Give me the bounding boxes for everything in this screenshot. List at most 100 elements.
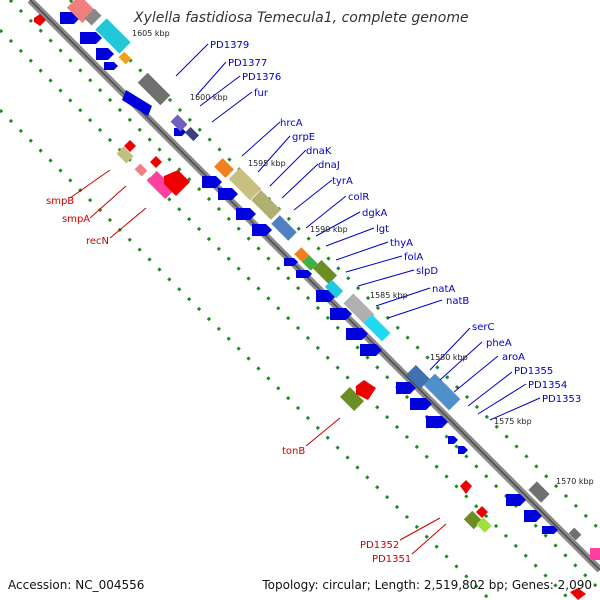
gene-label: dgkA bbox=[362, 208, 387, 219]
gene-label: pheA bbox=[486, 338, 512, 349]
feature-block bbox=[134, 163, 148, 177]
rev-arrow bbox=[150, 156, 162, 168]
gene-label: smpB bbox=[46, 196, 74, 207]
gene-label: PD1377 bbox=[228, 58, 267, 69]
scale-label: 1605 kbp bbox=[132, 29, 170, 38]
scale-label: 1585 kbp bbox=[370, 291, 408, 300]
scale-label: 1570 kbp bbox=[556, 477, 594, 486]
rev-arrow bbox=[124, 140, 136, 152]
gene-label: lgt bbox=[376, 224, 389, 235]
gene-label: recN bbox=[86, 236, 109, 247]
cds-arrow bbox=[396, 382, 416, 394]
rev-arrow bbox=[460, 480, 472, 494]
feature-block bbox=[137, 72, 171, 106]
gene-label: dnaK bbox=[306, 146, 332, 157]
gene-label: PD1354 bbox=[528, 380, 567, 391]
feature-block bbox=[324, 279, 344, 299]
gene-label: tonB bbox=[282, 446, 305, 457]
scale-label: 1580 kbp bbox=[430, 353, 468, 362]
feature-block bbox=[312, 259, 338, 285]
gene-label: slpD bbox=[416, 266, 438, 277]
cds-arrow bbox=[448, 436, 458, 444]
cds-arrow bbox=[236, 208, 256, 220]
gene-label: tyrA bbox=[332, 176, 353, 187]
cds-arrow bbox=[524, 510, 542, 522]
cds-arrow bbox=[96, 48, 114, 60]
cds-arrow bbox=[80, 32, 102, 44]
feature-block bbox=[302, 255, 318, 271]
cds-arrow bbox=[202, 176, 222, 188]
gene-labels-forward: PD1379 PD1377 PD1376 fur hrcA grpE dnaK … bbox=[210, 40, 581, 405]
rev-arrow bbox=[164, 170, 190, 196]
feature-block bbox=[146, 170, 176, 200]
feature-block bbox=[184, 126, 200, 142]
scale-label: 1575 kbp bbox=[494, 417, 532, 426]
cds-arrow bbox=[252, 224, 272, 236]
gene-label: colR bbox=[348, 192, 369, 203]
feature-block bbox=[405, 364, 431, 390]
feature-block bbox=[214, 158, 234, 178]
feature-block bbox=[339, 386, 365, 412]
leader-lines bbox=[69, 43, 541, 555]
cds-arrow bbox=[296, 270, 312, 278]
feature-blocks bbox=[66, 0, 600, 560]
feature-block bbox=[476, 517, 492, 533]
accession-text: Accession: NC_004556 bbox=[8, 578, 145, 592]
gene-label: natB bbox=[446, 296, 469, 307]
gene-label: PD1351 bbox=[372, 554, 411, 565]
gene-label: hrcA bbox=[280, 118, 303, 129]
cds-arrow bbox=[360, 344, 382, 356]
rev-arrow bbox=[570, 588, 586, 600]
gene-label: smpA bbox=[62, 214, 90, 225]
cds-arrow bbox=[174, 128, 186, 136]
gene-label: folA bbox=[404, 252, 423, 263]
map-title: Xylella fastidiosa Temecula1, complete g… bbox=[133, 10, 469, 26]
genome-summary-text: Topology: circular; Length: 2,519,802 bp… bbox=[262, 578, 592, 592]
feature-block bbox=[116, 146, 134, 164]
gene-label: fur bbox=[254, 88, 269, 99]
rev-arrow bbox=[356, 380, 376, 400]
cds-arrow bbox=[506, 494, 526, 506]
feature-block bbox=[170, 114, 188, 132]
cds-arrow bbox=[410, 398, 432, 410]
scale-label: 1595 kbp bbox=[248, 159, 286, 168]
feature-block bbox=[84, 8, 102, 26]
cds-arrow bbox=[122, 90, 152, 116]
feature-block bbox=[228, 167, 262, 201]
gene-label: aroA bbox=[502, 352, 525, 363]
feature-block bbox=[95, 18, 131, 54]
gene-label: natA bbox=[432, 284, 455, 295]
scale-label: 1590 kbp bbox=[310, 225, 348, 234]
rev-arrow bbox=[34, 14, 46, 26]
feature-block bbox=[590, 548, 600, 560]
cds-arrow bbox=[426, 416, 448, 428]
gene-label: PD1355 bbox=[514, 366, 553, 377]
gene-label: grpE bbox=[292, 132, 315, 143]
gene-label: PD1379 bbox=[210, 40, 249, 51]
feature-block bbox=[568, 527, 582, 541]
cds-arrow bbox=[346, 328, 368, 340]
feature-block bbox=[343, 293, 375, 325]
gene-label: PD1353 bbox=[542, 394, 581, 405]
cds-features bbox=[60, 12, 558, 534]
gene-label: serC bbox=[472, 322, 494, 333]
feature-block bbox=[251, 190, 281, 220]
feature-block bbox=[363, 314, 391, 342]
cds-arrow bbox=[284, 258, 298, 266]
feature-block bbox=[271, 215, 297, 241]
cds-arrow bbox=[330, 308, 352, 320]
scale-label: 1600 kbp bbox=[190, 93, 228, 102]
cds-arrow bbox=[458, 446, 468, 454]
gene-labels-reverse: smpB smpA recN tonB PD1352 PD1351 bbox=[46, 196, 411, 565]
cds-arrow bbox=[542, 526, 558, 534]
rev-arrow bbox=[476, 506, 488, 518]
genome-backbone bbox=[27, 0, 600, 573]
scale-labels: 1605 kbp 1600 kbp 1595 kbp 1590 kbp 1585… bbox=[132, 29, 594, 486]
feature-block bbox=[528, 481, 550, 503]
feature-block bbox=[423, 373, 461, 411]
cds-arrow bbox=[104, 62, 118, 70]
gene-label: thyA bbox=[390, 238, 413, 249]
gene-label: dnaJ bbox=[318, 160, 340, 171]
